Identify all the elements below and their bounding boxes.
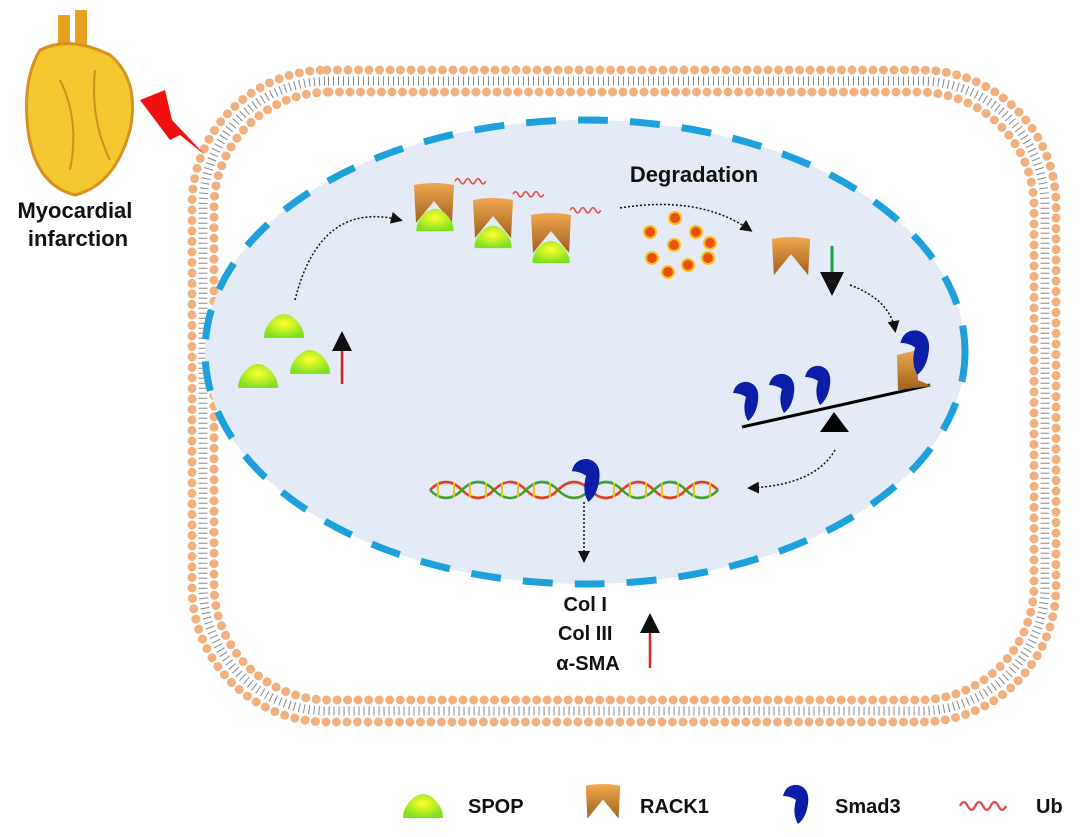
- cell-membrane: [187, 65, 1061, 727]
- legend-label-spop: SPOP: [468, 796, 524, 818]
- rack1-icon: [585, 784, 621, 819]
- degradation-fragments: [643, 211, 717, 279]
- legend-label-rack1: RACK1: [640, 796, 709, 818]
- heart-icon: [25, 10, 134, 197]
- dna-helix: [429, 459, 719, 502]
- flow-arrow: [849, 284, 900, 333]
- legend-label-smad3: Smad3: [835, 796, 901, 818]
- legend: SPOP RACK1 Smad3 Ub: [403, 784, 1063, 824]
- smad3-icon: [783, 784, 809, 824]
- ubiquitin-icon: [958, 800, 1008, 812]
- flow-arrow: [294, 212, 403, 301]
- degradation-label: Degradation: [630, 162, 758, 187]
- lightning-icon: [140, 90, 205, 155]
- spop-icon: [403, 794, 443, 818]
- trigger-label: Myocardial infarction: [17, 198, 138, 251]
- output-genes: Col I Col III α-SMA: [556, 594, 619, 675]
- legend-label-ub: Ub: [1036, 796, 1063, 818]
- flow-arrow: [747, 449, 836, 494]
- seesaw: [733, 330, 932, 432]
- flow-arrow: [619, 203, 753, 232]
- nucleus: [201, 116, 969, 588]
